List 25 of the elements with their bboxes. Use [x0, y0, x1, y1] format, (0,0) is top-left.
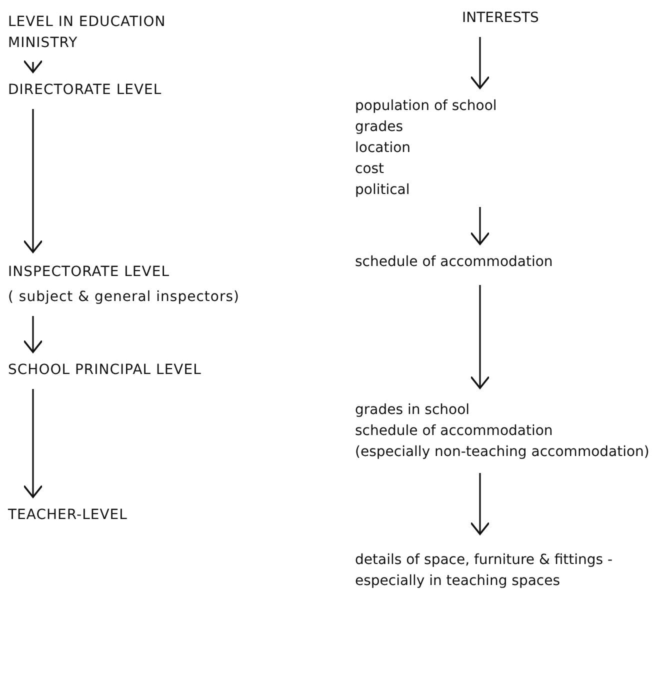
arrow: [470, 473, 490, 535]
level-label: TEACHER-LEVEL: [8, 506, 128, 525]
arrow: [23, 109, 43, 253]
arrow: [470, 37, 490, 89]
interest-text: (especially non-teaching accommodation): [355, 443, 650, 462]
interest-text: political: [355, 181, 411, 200]
level-label: INTERESTS: [462, 9, 540, 28]
level-label: schedule of accommodation: [355, 253, 554, 272]
level-label: details of space, furniture & fittings - especially in teaching spaces: [355, 551, 614, 591]
interest-text: schedule of accommodation: [355, 422, 554, 441]
arrow: [23, 389, 43, 498]
arrow: [23, 60, 43, 73]
interest-text: ( subject & general inspectors): [8, 288, 240, 307]
level-label: INSPECTORATE LEVEL: [8, 263, 170, 282]
arrow: [470, 207, 490, 245]
arrow: [470, 285, 490, 389]
interest-text: grades: [355, 118, 404, 137]
level-label: grades in school: [355, 401, 471, 420]
level-label: SCHOOL PRINCIPAL LEVEL: [8, 361, 202, 380]
level-label: DIRECTORATE LEVEL: [8, 81, 163, 100]
level-label: population of school: [355, 97, 498, 116]
interest-text: cost: [355, 160, 386, 179]
level-label: LEVEL IN EDUCATION MINISTRY: [8, 13, 167, 53]
arrow: [23, 316, 43, 353]
interest-text: location: [355, 139, 412, 158]
